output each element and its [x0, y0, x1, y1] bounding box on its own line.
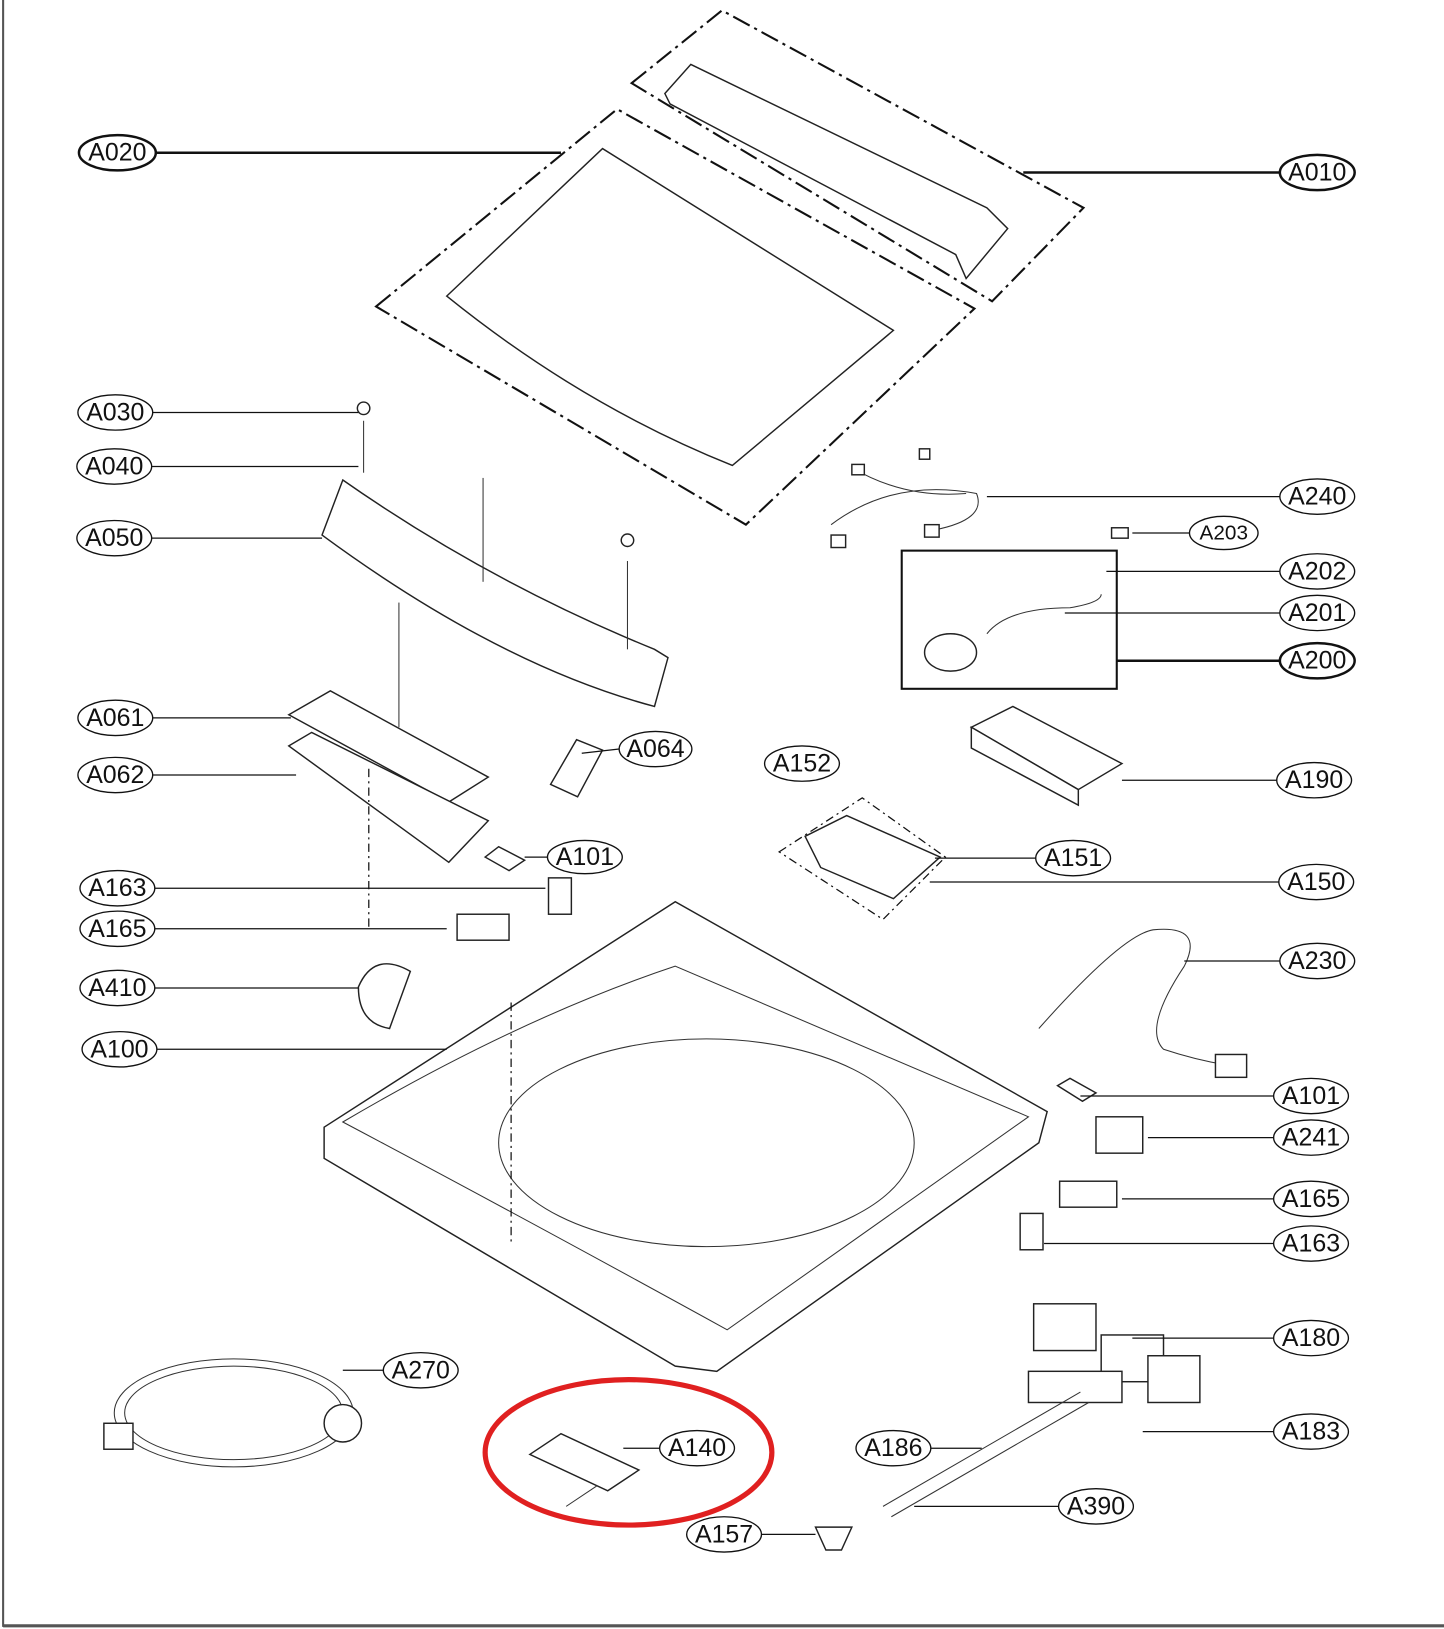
- label-text: A163: [1282, 1230, 1340, 1258]
- label-text: A200: [1288, 647, 1346, 675]
- label-A201: A201: [1279, 594, 1356, 632]
- label-A152: A152: [763, 745, 841, 782]
- label-A200: A200: [1278, 641, 1356, 680]
- part-inlet-hose-A270: [103, 1358, 363, 1468]
- label-text: A030: [86, 398, 144, 426]
- label-text: A270: [392, 1356, 450, 1384]
- label-A100: A100: [81, 1030, 158, 1068]
- part-A241: [1095, 1116, 1144, 1154]
- label-A202: A202: [1279, 553, 1356, 590]
- label-A140: A140: [658, 1429, 736, 1467]
- label-A240: A240: [1279, 478, 1356, 515]
- label-text: A101: [1282, 1082, 1340, 1110]
- label-A150: A150: [1278, 863, 1355, 901]
- label-A390: A390: [1057, 1488, 1135, 1525]
- part-lid-A020: [374, 107, 977, 526]
- label-text: A152: [773, 750, 831, 778]
- part-A163-right: [1019, 1212, 1044, 1251]
- label-A040: A040: [76, 448, 153, 485]
- label-text: A140: [668, 1434, 726, 1462]
- label-A151: A151: [1035, 839, 1112, 877]
- label-text: A101: [556, 843, 614, 871]
- label-text: A151: [1044, 844, 1102, 872]
- label-A410: A410: [79, 969, 156, 1007]
- label-A163-right: A163: [1272, 1225, 1350, 1262]
- label-text: A201: [1288, 599, 1346, 627]
- label-A101-right: A101: [1272, 1077, 1350, 1115]
- label-A270: A270: [382, 1351, 459, 1389]
- label-A030: A030: [77, 394, 154, 431]
- label-text: A050: [85, 524, 143, 552]
- label-text: A100: [90, 1035, 148, 1063]
- label-text: A186: [864, 1434, 922, 1462]
- part-A150-A151-box: [777, 797, 947, 921]
- part-hose-A186: [882, 1391, 1089, 1518]
- highlight-circle-A140: [482, 1377, 775, 1528]
- label-A183: A183: [1272, 1413, 1350, 1450]
- part-A064: [549, 738, 604, 798]
- label-text: A010: [1288, 158, 1346, 186]
- part-water-valve-A180: [1027, 1303, 1201, 1404]
- label-A180: A180: [1272, 1319, 1350, 1357]
- part-power-cord-A230: [1038, 928, 1248, 1079]
- label-text: A190: [1285, 766, 1343, 794]
- label-text: A040: [85, 452, 143, 480]
- part-top-frame-A100: [323, 900, 1049, 1373]
- part-wire-harness-A240: [830, 448, 979, 549]
- part-A157: [814, 1526, 853, 1551]
- label-text: A165: [88, 915, 146, 943]
- label-A157: A157: [686, 1516, 763, 1553]
- part-top-cover-A010: [629, 9, 1086, 303]
- label-A010: A010: [1278, 153, 1356, 192]
- label-text: A390: [1067, 1492, 1125, 1520]
- part-A410: [357, 963, 412, 1030]
- label-text: A020: [88, 139, 146, 167]
- label-text: A064: [626, 735, 684, 763]
- label-A020: A020: [77, 133, 158, 172]
- part-A163-left: [547, 877, 573, 915]
- label-text: A230: [1288, 947, 1346, 975]
- label-A050: A050: [76, 519, 153, 557]
- label-A186: A186: [855, 1429, 932, 1467]
- label-text: A150: [1287, 868, 1345, 896]
- label-A163-left: A163: [79, 869, 156, 907]
- label-text: A410: [88, 974, 146, 1002]
- label-text: A240: [1288, 483, 1346, 511]
- label-A190: A190: [1276, 761, 1353, 799]
- label-text: A165: [1282, 1185, 1340, 1213]
- part-pcb-A061: [287, 602, 490, 930]
- part-A101-right: [1056, 1077, 1098, 1103]
- part-A165-right: [1058, 1180, 1118, 1208]
- part-control-panel-A050: [321, 401, 669, 708]
- label-A062: A062: [77, 756, 154, 794]
- label-A241: A241: [1272, 1119, 1350, 1156]
- label-text: A202: [1288, 557, 1346, 585]
- label-text: A163: [88, 874, 146, 902]
- label-A165-right: A165: [1272, 1180, 1350, 1218]
- label-A061: A061: [77, 699, 154, 737]
- part-A140: [528, 1432, 641, 1507]
- part-A165-left: [456, 913, 510, 941]
- label-A165-left: A165: [79, 910, 156, 948]
- label-A064: A064: [618, 730, 693, 768]
- label-A203: A203: [1188, 515, 1259, 551]
- label-text: A183: [1282, 1418, 1340, 1446]
- label-text: A203: [1200, 521, 1249, 544]
- part-A101-left: [483, 845, 527, 872]
- label-A230: A230: [1279, 942, 1356, 980]
- label-text: A241: [1282, 1124, 1340, 1152]
- label-A101-left: A101: [546, 839, 623, 875]
- part-pressure-switch-group-A200: [900, 549, 1118, 690]
- label-text: A062: [86, 761, 144, 789]
- label-text: A180: [1282, 1324, 1340, 1352]
- part-dispenser-A190: [969, 705, 1124, 807]
- leader-lines: [151, 151, 1280, 1536]
- label-text: A061: [86, 704, 144, 732]
- part-A203: [1110, 527, 1129, 539]
- label-text: A157: [695, 1520, 753, 1548]
